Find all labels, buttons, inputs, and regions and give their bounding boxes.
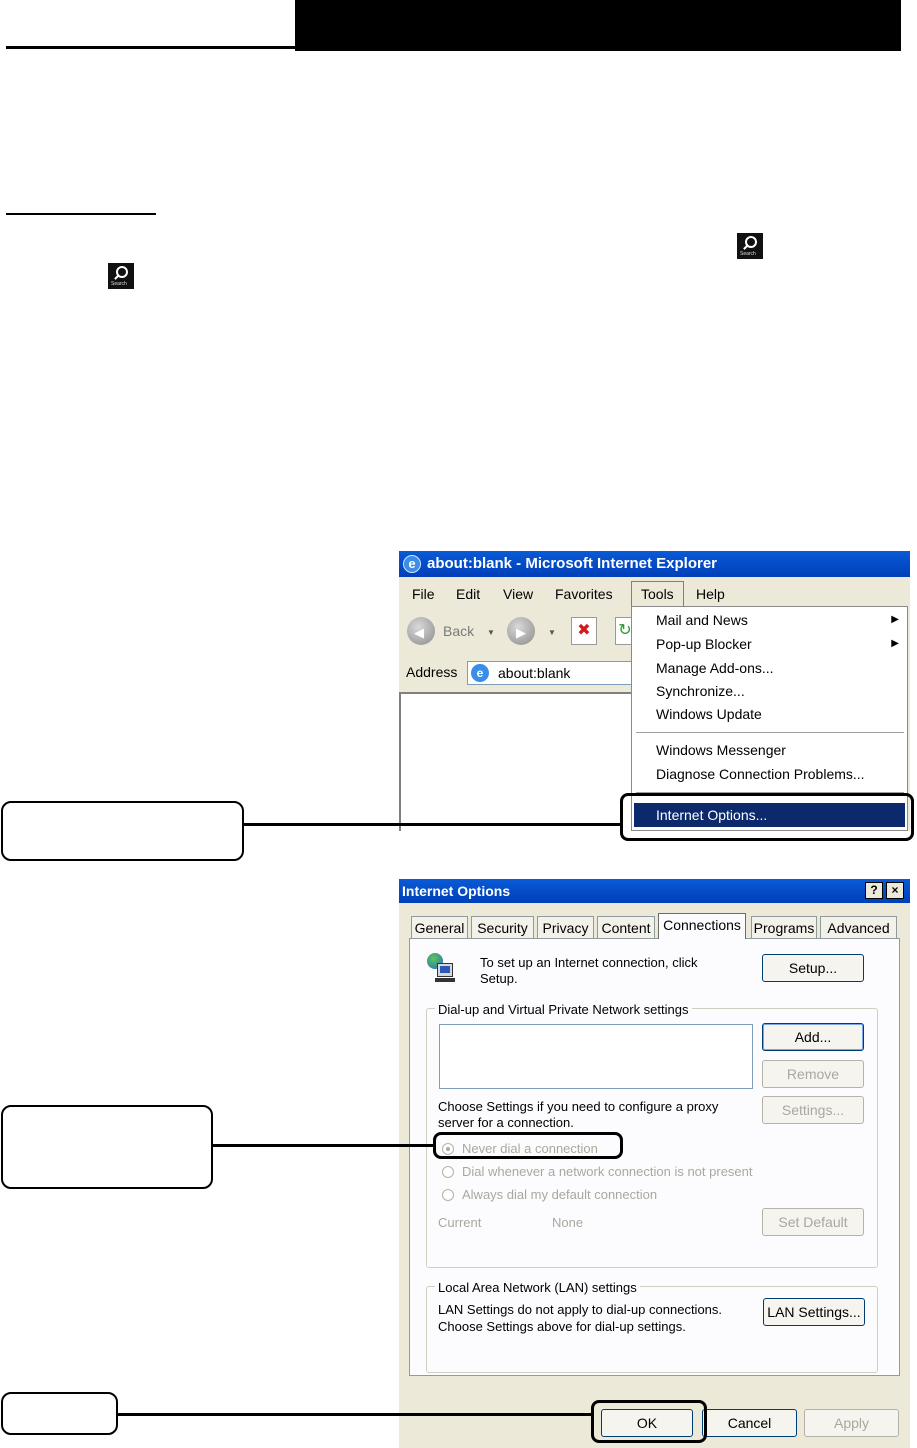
address-value: about:blank bbox=[498, 665, 571, 681]
chevron-down-icon[interactable]: ▼ bbox=[487, 628, 495, 637]
callout-leader-line bbox=[213, 1144, 433, 1147]
ie-toolbar: ◀ Back ▼ ▶ ▼ ✖ ↻ bbox=[399, 613, 639, 649]
forward-button[interactable]: ▶ bbox=[507, 617, 535, 645]
ie-content-area bbox=[399, 692, 631, 831]
radio-never-dial-label: Never dial a connection bbox=[462, 1141, 598, 1156]
menu-item-popup-blocker[interactable]: Pop-up Blocker bbox=[656, 636, 752, 652]
connections-list[interactable] bbox=[439, 1024, 753, 1089]
menu-item-diagnose-connection[interactable]: Diagnose Connection Problems... bbox=[656, 766, 865, 782]
submenu-arrow-icon: ▶ bbox=[891, 614, 899, 625]
header-bar bbox=[295, 0, 901, 51]
proxy-text-line1: Choose Settings if you need to configure… bbox=[438, 1099, 719, 1114]
section-underline bbox=[6, 213, 156, 215]
menu-separator bbox=[636, 792, 904, 793]
search-icon: Search bbox=[108, 263, 134, 289]
internet-options-highlight bbox=[620, 793, 914, 841]
menu-item-internet-options[interactable]: Internet Options... bbox=[634, 803, 905, 827]
stop-icon[interactable]: ✖ bbox=[571, 617, 597, 645]
lan-settings-button[interactable]: LAN Settings... bbox=[763, 1298, 865, 1326]
radio-always-dial[interactable] bbox=[442, 1189, 454, 1201]
callout-box bbox=[1, 1392, 118, 1435]
setup-button[interactable]: Setup... bbox=[762, 954, 864, 982]
callout-box bbox=[1, 1105, 213, 1189]
radio-never-dial[interactable] bbox=[442, 1143, 454, 1155]
settings-button[interactable]: Settings... bbox=[762, 1096, 864, 1124]
search-icon-label: Search bbox=[740, 251, 756, 257]
ie-title: about:blank - Microsoft Internet Explore… bbox=[427, 555, 718, 572]
proxy-text-line2: server for a connection. bbox=[438, 1115, 574, 1130]
menu-item-windows-update[interactable]: Windows Update bbox=[656, 706, 762, 722]
menu-help[interactable]: Help bbox=[696, 586, 725, 602]
cancel-button[interactable]: Cancel bbox=[702, 1409, 797, 1437]
address-bar[interactable]: e about:blank bbox=[467, 661, 637, 685]
callout-leader-line bbox=[244, 823, 620, 826]
ie-window: e about:blank - Microsoft Internet Explo… bbox=[399, 551, 910, 831]
menu-file[interactable]: File bbox=[412, 586, 435, 602]
arrow-left-icon: ◀ bbox=[414, 625, 424, 640]
dialup-group-label: Dial-up and Virtual Private Network sett… bbox=[435, 1002, 692, 1018]
setup-text-line1: To set up an Internet connection, click bbox=[480, 955, 698, 970]
internet-options-dialog: Internet Options ? × General Security Pr… bbox=[399, 879, 910, 1448]
tab-privacy[interactable]: Privacy bbox=[537, 916, 594, 938]
ie-titlebar: e about:blank - Microsoft Internet Explo… bbox=[399, 551, 910, 577]
close-button[interactable]: × bbox=[886, 882, 904, 899]
ok-button[interactable]: OK bbox=[601, 1409, 693, 1437]
set-default-button[interactable]: Set Default bbox=[762, 1208, 864, 1236]
menu-view[interactable]: View bbox=[503, 586, 534, 602]
tab-content[interactable]: Content bbox=[597, 916, 655, 938]
remove-button[interactable]: Remove bbox=[762, 1060, 864, 1088]
menu-item-windows-messenger[interactable]: Windows Messenger bbox=[656, 742, 786, 758]
back-label: Back bbox=[443, 623, 475, 639]
ie-menubar: File Edit View Favorites Tools Help bbox=[399, 581, 910, 607]
help-button[interactable]: ? bbox=[865, 882, 883, 899]
current-label: Current bbox=[438, 1215, 482, 1230]
tab-connections[interactable]: Connections bbox=[658, 913, 746, 939]
apply-button[interactable]: Apply bbox=[804, 1409, 899, 1437]
back-button[interactable]: ◀ bbox=[407, 617, 435, 645]
menu-tools[interactable]: Tools bbox=[631, 581, 684, 607]
ok-button-highlight bbox=[591, 1400, 707, 1443]
tab-security[interactable]: Security bbox=[471, 916, 534, 938]
menu-favorites[interactable]: Favorites bbox=[555, 586, 613, 602]
search-icon-label: Search bbox=[111, 281, 127, 287]
menu-edit[interactable]: Edit bbox=[456, 586, 481, 602]
radio-dial-whenever[interactable] bbox=[442, 1166, 454, 1178]
radio-dial-whenever-label: Dial whenever a network connection is no… bbox=[462, 1164, 753, 1179]
tab-programs[interactable]: Programs bbox=[751, 916, 817, 938]
menu-item-label: Internet Options... bbox=[656, 807, 768, 823]
dialog-titlebar: Internet Options ? × bbox=[399, 879, 910, 903]
add-button[interactable]: Add... bbox=[762, 1023, 864, 1051]
callout-leader-line bbox=[118, 1413, 591, 1416]
arrow-right-icon: ▶ bbox=[516, 625, 526, 640]
search-icon: Search bbox=[737, 233, 763, 259]
menu-item-manage-addons[interactable]: Manage Add-ons... bbox=[656, 660, 774, 676]
callout-box bbox=[1, 801, 244, 861]
network-setup-icon bbox=[427, 953, 455, 985]
address-label: Address bbox=[406, 664, 458, 680]
current-value: None bbox=[552, 1215, 584, 1230]
menu-item-mail-and-news[interactable]: Mail and News bbox=[656, 612, 748, 628]
lan-group-label: Local Area Network (LAN) settings bbox=[435, 1280, 640, 1296]
ie-logo-icon: e bbox=[403, 555, 421, 573]
dialog-title: Internet Options bbox=[402, 883, 511, 899]
lan-text-line2: Choose Settings above for dial-up settin… bbox=[438, 1319, 686, 1334]
menu-separator bbox=[636, 732, 904, 733]
submenu-arrow-icon: ▶ bbox=[891, 638, 899, 649]
radio-always-dial-label: Always dial my default connection bbox=[462, 1187, 658, 1202]
tab-advanced[interactable]: Advanced bbox=[820, 916, 897, 938]
chevron-down-icon[interactable]: ▼ bbox=[548, 628, 556, 637]
ie-page-icon: e bbox=[471, 664, 489, 682]
lan-text-line1: LAN Settings do not apply to dial-up con… bbox=[438, 1302, 723, 1317]
menu-item-synchronize[interactable]: Synchronize... bbox=[656, 683, 745, 699]
setup-text-line2: Setup. bbox=[480, 971, 518, 986]
tab-general[interactable]: General bbox=[411, 916, 468, 938]
never-dial-highlight bbox=[433, 1132, 623, 1159]
header-rule bbox=[6, 46, 296, 49]
lan-group bbox=[426, 1286, 878, 1373]
